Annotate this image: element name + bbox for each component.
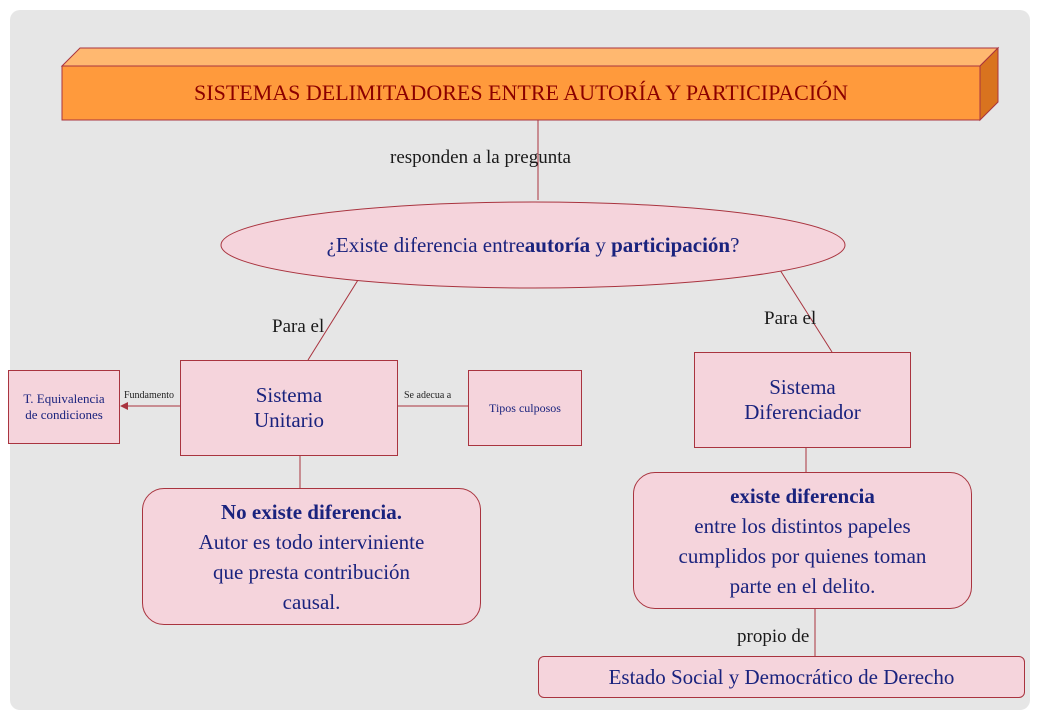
box-tipos-culposos: Tipos culposos: [468, 370, 582, 446]
box-sistema-unitario: Sistema Unitario: [180, 360, 398, 456]
question-pre: ¿Existe diferencia entre: [326, 232, 525, 257]
label-fundamento: Fundamento: [124, 390, 174, 401]
no-diff-heading: No existe diferencia.: [221, 499, 402, 524]
equivalencia-line2: de condiciones: [25, 407, 103, 422]
box-no-existe-diferencia: No existe diferencia. Autor es todo inte…: [142, 488, 481, 625]
question-mid: y: [590, 232, 612, 257]
question-ellipse: [220, 201, 846, 289]
box-existe-diferencia: existe diferencia entre los distintos pa…: [633, 472, 972, 609]
line-question-to-unitario: [307, 279, 359, 361]
si-diff-line1: entre los distintos papeles: [694, 513, 911, 538]
si-diff-heading: existe diferencia: [730, 483, 875, 508]
question-term-autoria: autoría: [524, 232, 591, 257]
si-diff-line2: cumplidos por quienes toman: [678, 543, 927, 568]
unitario-line2: Unitario: [254, 408, 324, 432]
question-post: ?: [730, 232, 740, 257]
title-box-shape: [60, 46, 1000, 122]
si-diff-line3: parte en el delito.: [729, 573, 876, 598]
question-term-participacion: participación: [611, 232, 731, 257]
no-diff-line1: Autor es todo interviniente: [198, 529, 425, 554]
question-text: ¿Existe diferencia entre autoría y parti…: [228, 222, 838, 268]
arrow-head-icon: [120, 402, 128, 410]
equivalencia-line1: T. Equivalencia: [23, 391, 105, 406]
box-sistema-diferenciador: Sistema Diferenciador: [694, 352, 911, 448]
label-para-left: Para el: [272, 316, 325, 337]
unitario-line1: Sistema: [255, 383, 323, 407]
label-se-adecua: Se adecua a: [404, 390, 452, 401]
diferenciador-line1: Sistema: [769, 375, 836, 399]
line-question-to-diferenciador: [779, 269, 833, 353]
box-equivalencia: T. Equivalencia de condiciones: [8, 370, 120, 444]
diferenciador-line2: Diferenciador: [744, 400, 861, 424]
box-estado-social: Estado Social y Democrático de Derecho: [538, 656, 1025, 698]
no-diff-line3: causal.: [282, 589, 341, 614]
estado-text: Estado Social y Democrático de Derecho: [608, 664, 955, 689]
culposos-text: Tipos culposos: [489, 400, 561, 415]
label-responden: responden a la pregunta: [390, 147, 571, 168]
diagram-title: SISTEMAS DELIMITADORES ENTRE AUTORÍA Y P…: [194, 80, 848, 105]
label-propio-de: propio de: [737, 626, 810, 647]
no-diff-line2: que presta contribución: [212, 559, 411, 584]
label-para-right: Para el: [764, 308, 817, 329]
